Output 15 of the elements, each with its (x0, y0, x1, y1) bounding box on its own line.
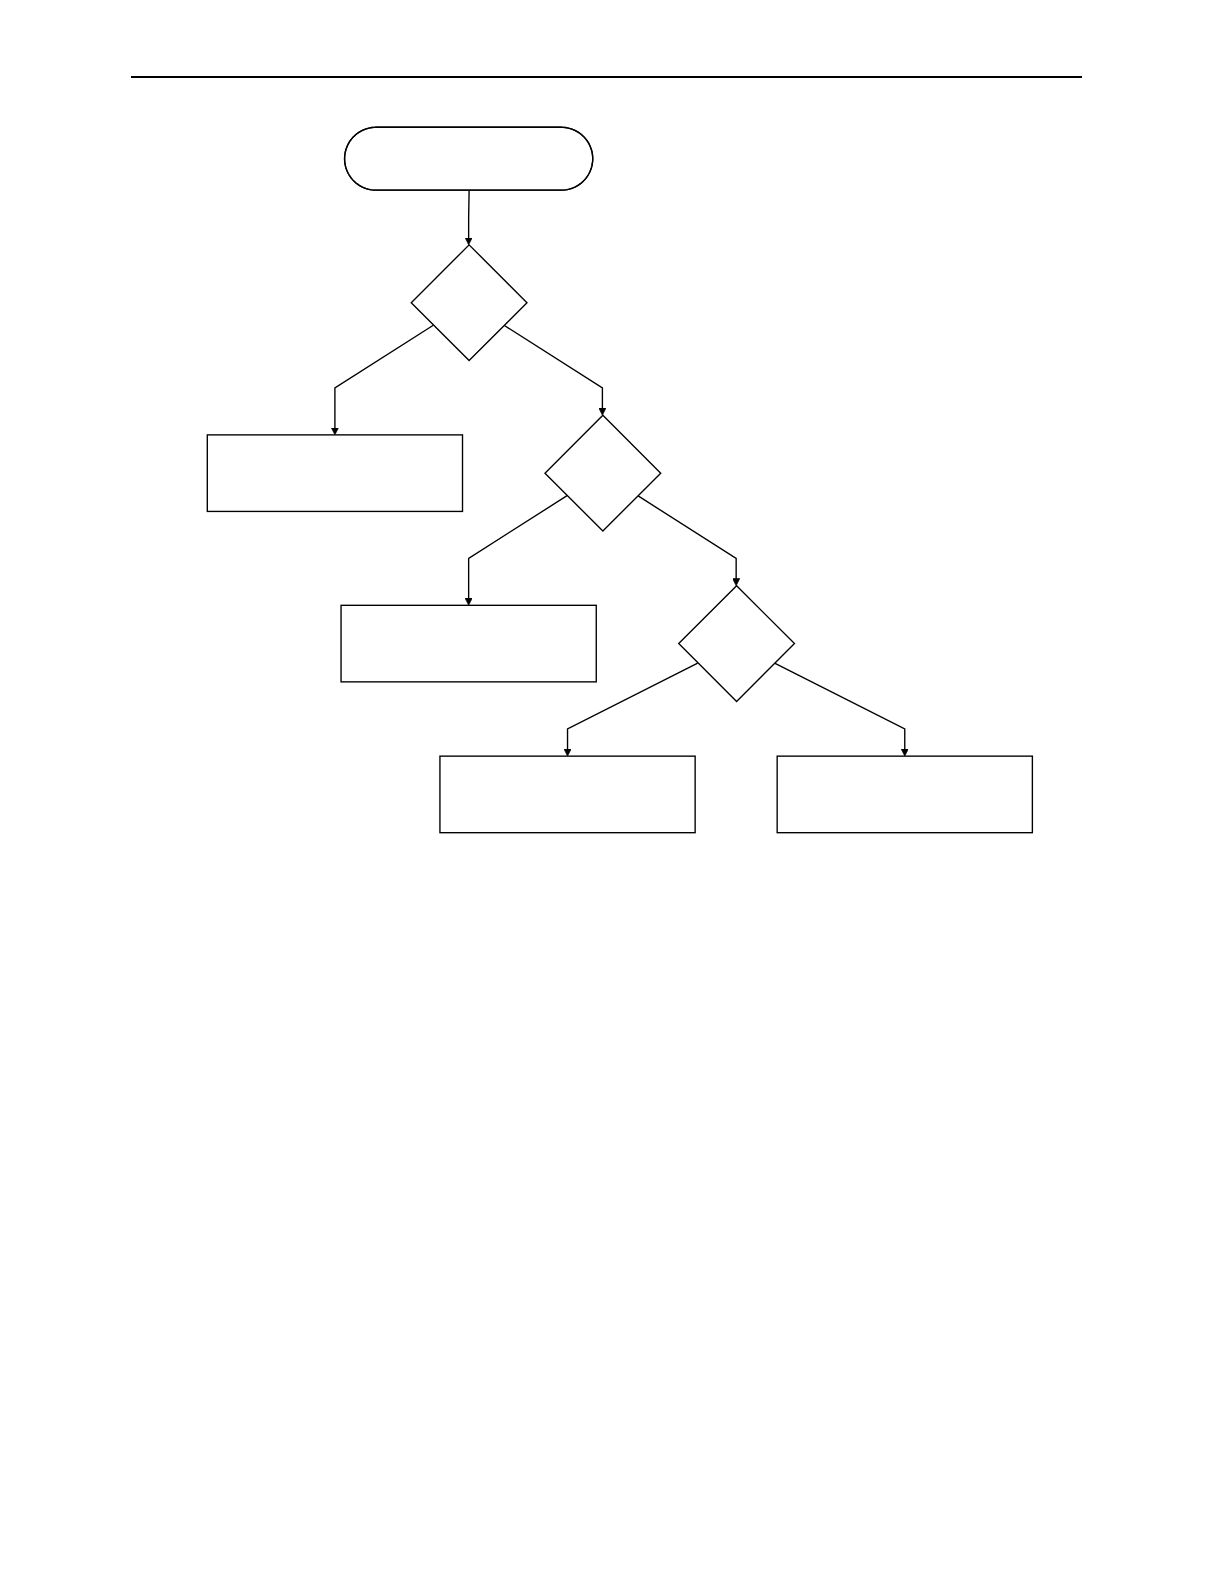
process-box (776, 755, 1034, 834)
arrow (331, 324, 435, 436)
process-box (439, 755, 696, 834)
arrow (464, 189, 473, 246)
process-box (206, 434, 464, 513)
arrow (503, 324, 607, 416)
decision-diamond (410, 243, 529, 362)
decision-diamond (677, 584, 796, 703)
arrow (774, 662, 909, 757)
arrow (563, 662, 699, 757)
arrow (464, 495, 568, 606)
arrow (637, 495, 741, 587)
terminal-oval (344, 126, 594, 191)
decision-diamond (544, 414, 662, 532)
process-box (340, 604, 598, 683)
